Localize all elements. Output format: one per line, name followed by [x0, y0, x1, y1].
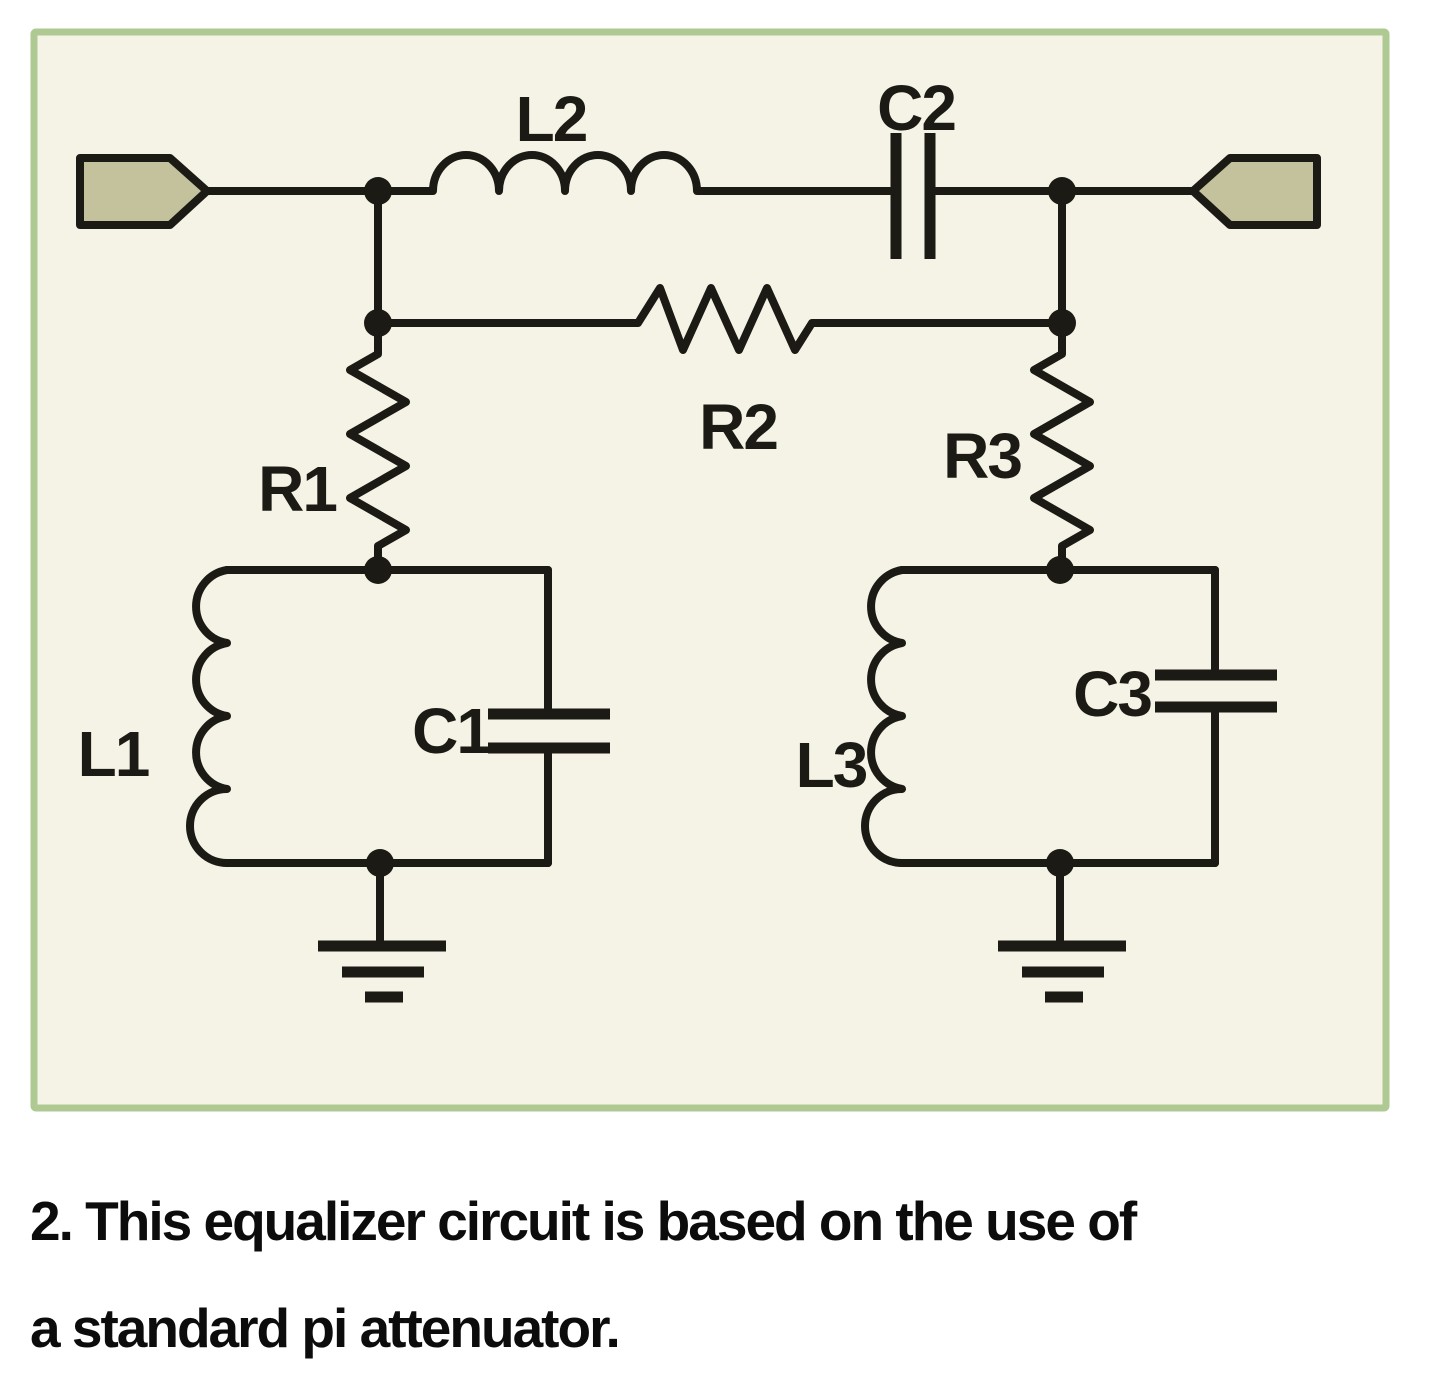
capacitor-c1 — [488, 708, 610, 754]
junction-dot — [1048, 309, 1076, 337]
junction-dot — [364, 309, 392, 337]
label-l3: L3 — [796, 729, 867, 801]
capacitor-c3 — [1155, 669, 1277, 713]
inductor-l3 — [861, 566, 906, 867]
junction-dot — [1046, 556, 1074, 584]
input-terminal — [76, 154, 211, 229]
ground-symbol-right — [998, 940, 1126, 1003]
resistor-r1 — [346, 319, 410, 574]
junction-dot — [366, 849, 394, 877]
plates-and-grounds — [318, 133, 1277, 1003]
figure-panel — [30, 28, 1390, 1112]
resistor-r3 — [1030, 319, 1094, 574]
label-r3: R3 — [943, 420, 1021, 492]
output-terminal — [1189, 154, 1321, 229]
caption-line-1: 2. This equalizer circuit is based on th… — [30, 1190, 1137, 1252]
label-l1: L1 — [78, 718, 149, 790]
inductor-l1 — [186, 566, 231, 867]
component-labels: L2 C2 R2 R1 R3 L1 C1 L3 C3 — [78, 72, 1154, 801]
label-c1: C1 — [412, 695, 490, 767]
junction-dots — [364, 177, 1076, 877]
label-l2: L2 — [516, 83, 587, 155]
label-r1: R1 — [258, 453, 336, 525]
caption-line-2: a standard pi attenuator. — [30, 1297, 621, 1359]
label-r2: R2 — [699, 391, 777, 463]
figure-caption: 2. This equalizer circuit is based on th… — [30, 1168, 1137, 1382]
junction-dot — [364, 177, 392, 205]
inductor-l2 — [374, 151, 894, 195]
label-c3: C3 — [1073, 658, 1151, 730]
ground-symbol-left — [318, 940, 446, 1003]
capacitor-c2 — [890, 133, 936, 259]
junction-dot — [364, 556, 392, 584]
resistor-r2 — [374, 284, 1066, 354]
port-terminals — [76, 154, 1321, 229]
label-c2: C2 — [877, 72, 955, 144]
junction-dot — [1046, 849, 1074, 877]
junction-dot — [1048, 177, 1076, 205]
